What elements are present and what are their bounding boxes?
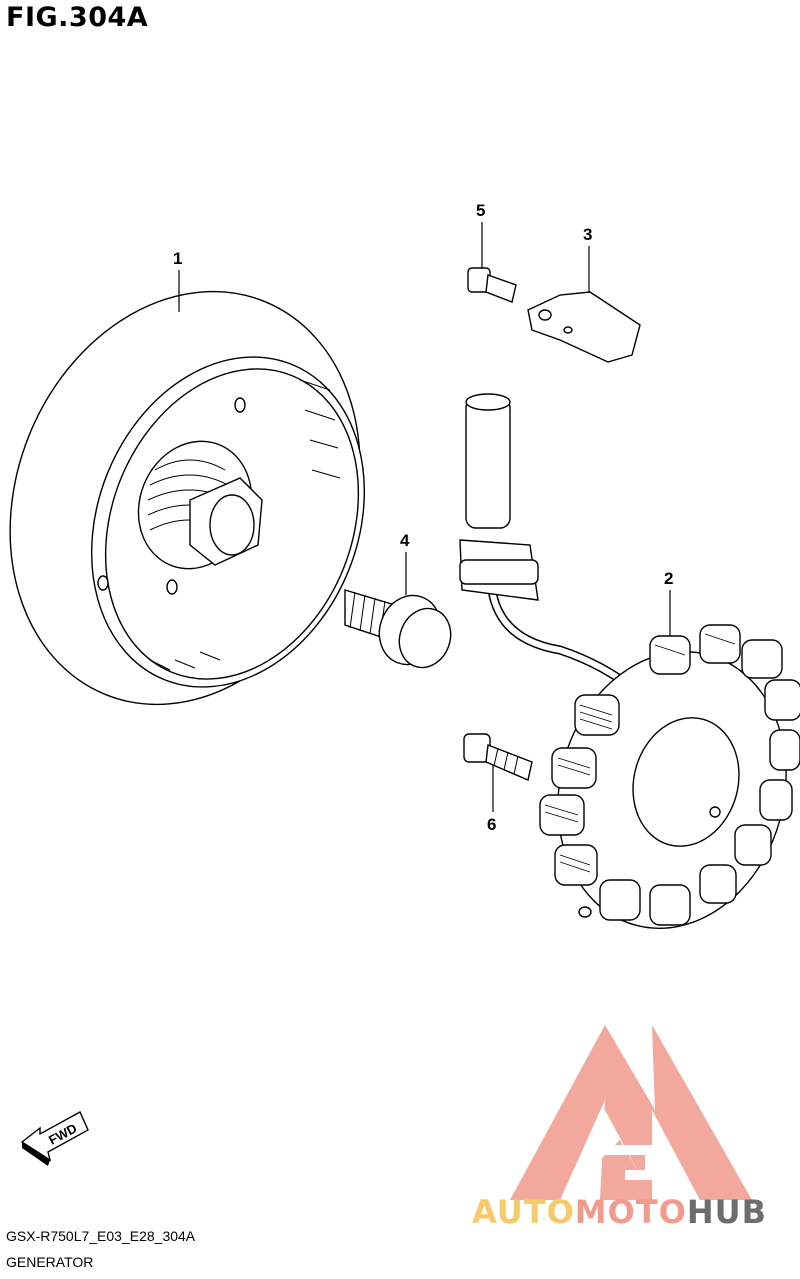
brand-auto: AUTO xyxy=(472,1193,575,1231)
part-6-stator-bolt xyxy=(463,733,533,781)
leader-lines xyxy=(178,222,671,812)
part-3-wire-clamp xyxy=(527,291,641,363)
part-2-stator-coil xyxy=(459,393,800,930)
brand-moto: MOTO xyxy=(574,1193,687,1231)
callout-2: 2 xyxy=(664,569,673,588)
callout-6: 6 xyxy=(487,815,496,834)
fwd-arrow-icon: FWD xyxy=(20,1111,89,1166)
part-4-rotor-bolt xyxy=(344,589,452,669)
watermark-brand: AUTOMOTOHUB xyxy=(472,1193,767,1231)
figure-name: GENERATOR xyxy=(6,1254,94,1270)
callout-4: 4 xyxy=(400,531,410,550)
part-1-flywheel-rotor xyxy=(9,290,366,706)
figure-title: FIG.304A xyxy=(6,2,149,33)
model-code: GSX-R750L7_E03_E28_304A xyxy=(6,1228,196,1244)
brand-hub: HUB xyxy=(686,1193,768,1231)
callout-5: 5 xyxy=(476,201,485,220)
watermark-logo-icon xyxy=(510,1025,752,1200)
callout-1: 1 xyxy=(173,249,182,268)
part-5-clamp-bolt xyxy=(467,267,517,303)
callout-3: 3 xyxy=(583,225,592,244)
